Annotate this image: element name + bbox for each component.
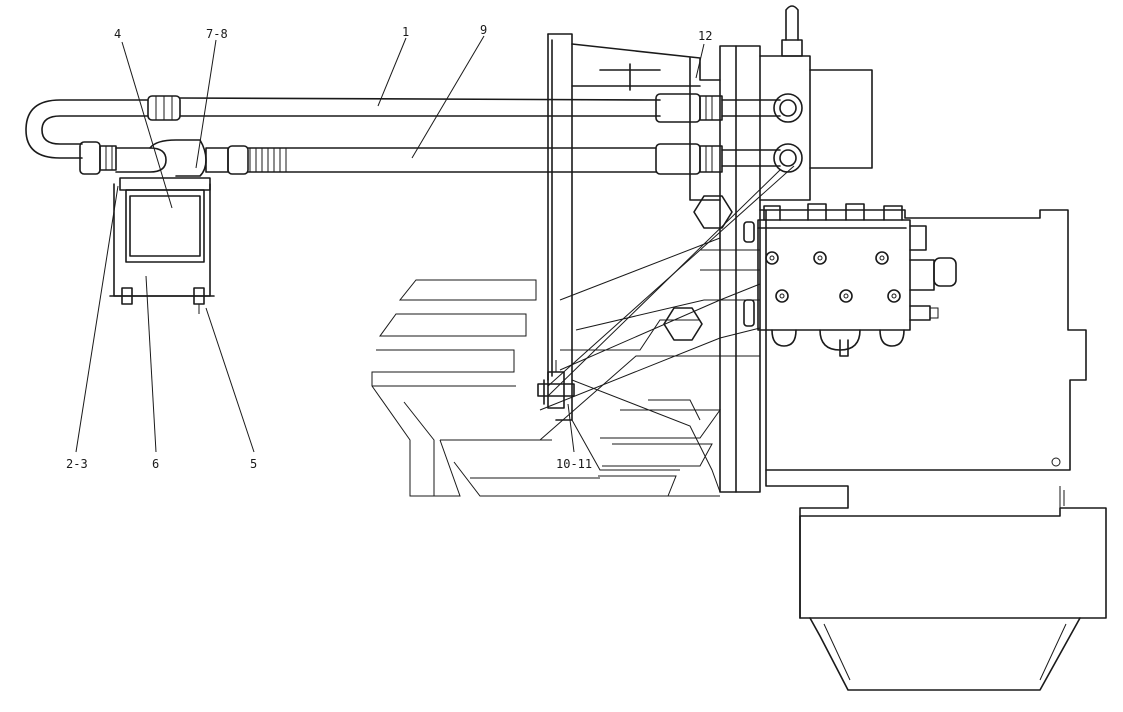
callout-9: 9 [480, 23, 487, 37]
leader-lines [75, 35, 795, 453]
hex-plugs [663, 195, 733, 341]
callout-7-8: 7-8 [206, 27, 228, 41]
callout-4: 4 [114, 27, 121, 41]
callout-2-3: 2-3 [66, 457, 88, 471]
callout-1: 1 [402, 25, 409, 39]
callouts: 1 4 7-8 9 12 2-3 6 5 10-11 [66, 23, 712, 471]
callout-12: 12 [698, 29, 712, 43]
callout-10-11: 10-11 [556, 457, 592, 471]
engine-housing [759, 209, 1107, 691]
callout-5: 5 [250, 457, 257, 471]
flywheel-housing [571, 5, 873, 493]
hose-9 [25, 99, 803, 177]
background-ghost-lines [371, 237, 761, 497]
callout-6: 6 [152, 457, 159, 471]
mounting-plate [547, 33, 573, 421]
valve-block [743, 203, 957, 357]
clamp-bracket [537, 360, 575, 409]
hose-1 [147, 93, 803, 123]
filter-assembly [109, 177, 215, 314]
